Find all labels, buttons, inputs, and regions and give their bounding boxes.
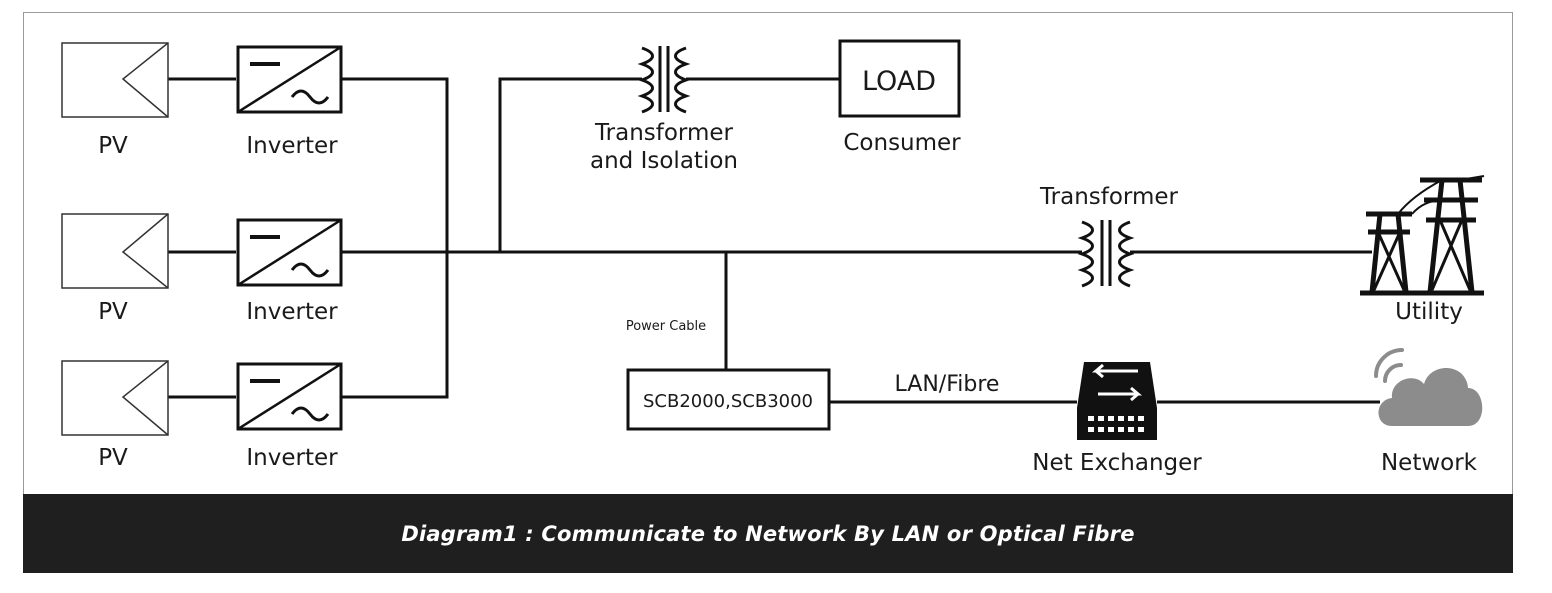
consumer-label: Consumer: [843, 130, 961, 156]
pv-label-1: PV: [98, 133, 128, 159]
transformer-label: Transformer: [1039, 184, 1179, 210]
consumer-branch-wire: [498, 77, 632, 252]
inverter-trunk-wire: [341, 77, 449, 399]
pv-panel-3: [61, 360, 169, 436]
lan-fibre-label: LAN/Fibre: [895, 372, 1000, 397]
transformer-isolation-icon: [632, 46, 696, 114]
pv-panel-1: [61, 42, 169, 118]
load-label: LOAD: [862, 66, 936, 97]
inverter-3: [236, 362, 343, 431]
inverter-label-2: Inverter: [246, 299, 338, 325]
pv-label-2: PV: [98, 299, 128, 325]
pv-label-3: PV: [98, 445, 128, 471]
inverter-label-3: Inverter: [246, 445, 338, 471]
net-exchanger-label: Net Exchanger: [1032, 450, 1202, 476]
network-cloud-icon: [1374, 348, 1483, 426]
pv-panel-2: [61, 213, 169, 289]
utility-tower-icon: [1360, 175, 1485, 296]
inverter-label-1: Inverter: [246, 133, 338, 159]
caption-bar: Diagram1 : Communicate to Network By LAN…: [23, 494, 1513, 573]
power-cable-label: Power Cable: [626, 319, 706, 334]
utility-label: Utility: [1395, 299, 1463, 325]
inverter-1: [236, 45, 343, 114]
scb-box: [626, 368, 831, 431]
load-box: [838, 39, 961, 118]
transformer-icon: [1074, 220, 1140, 288]
transformer-isolation-label-line2: and Isolation: [590, 148, 738, 174]
scb-label: SCB2000,SCB3000: [643, 391, 813, 412]
net-exchanger-icon: [1077, 362, 1157, 440]
transformer-isolation-label-line1: Transformer: [594, 120, 734, 146]
network-label: Network: [1381, 450, 1478, 476]
diagram-caption: Diagram1 : Communicate to Network By LAN…: [401, 521, 1135, 546]
inverter-2: [236, 218, 343, 287]
